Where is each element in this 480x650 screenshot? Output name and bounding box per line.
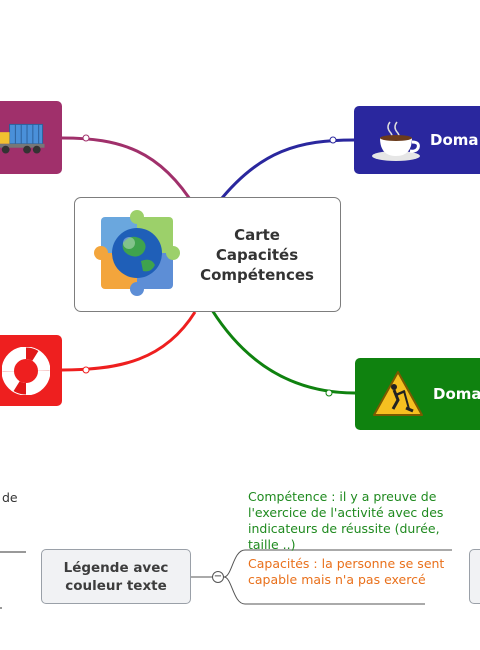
right-topic-partial[interactable] [469, 549, 480, 604]
construction-sign-icon [373, 371, 423, 416]
central-title-line: Compétences [200, 266, 314, 284]
branch-top-left[interactable] [0, 101, 62, 174]
central-title-line: Carte [234, 226, 280, 244]
branch-top-right-label: Doma [430, 131, 479, 149]
connector-bottom-left [61, 311, 197, 372]
connector-dot-bottom-left [82, 366, 90, 374]
central-title-line: Capacités [215, 246, 299, 264]
branch-bottom-left[interactable] [0, 335, 62, 406]
puzzle-globe-icon [94, 210, 180, 296]
coffee-cup-icon [372, 121, 420, 161]
note-competence: Compétence : il y a preuve de l'exercice… [248, 489, 444, 552]
legend-label: Légende avec couleur texte [63, 559, 169, 594]
branch-top-right[interactable]: Doma [354, 106, 480, 174]
legend-topic[interactable]: Légende avec couleur texte [41, 549, 191, 604]
connector-bottom-right [210, 309, 356, 395]
truck-icon [0, 123, 45, 154]
legend-connector-orange [223, 576, 425, 605]
connector-dot-bottom-right [325, 389, 333, 397]
connector-top-left [61, 136, 197, 208]
branch-bottom-right-label: Doma [433, 385, 480, 403]
lifebuoy-icon [2, 346, 50, 395]
connector-top-right [216, 138, 355, 204]
note-capacites: Capacités : la personne se sent capable … [248, 556, 445, 587]
branch-bottom-right[interactable]: Doma [355, 358, 480, 430]
connector-dot-top-left [82, 134, 90, 142]
connector-dot-top-right [329, 136, 337, 144]
central-topic-title: Carte Capacités Compétences [187, 225, 327, 285]
collapse-toggle[interactable]: − [212, 571, 224, 583]
legend-connector-green [223, 549, 452, 578]
left-fragment-text: de [2, 490, 18, 505]
central-topic[interactable]: Carte Capacités Compétences [74, 197, 341, 312]
